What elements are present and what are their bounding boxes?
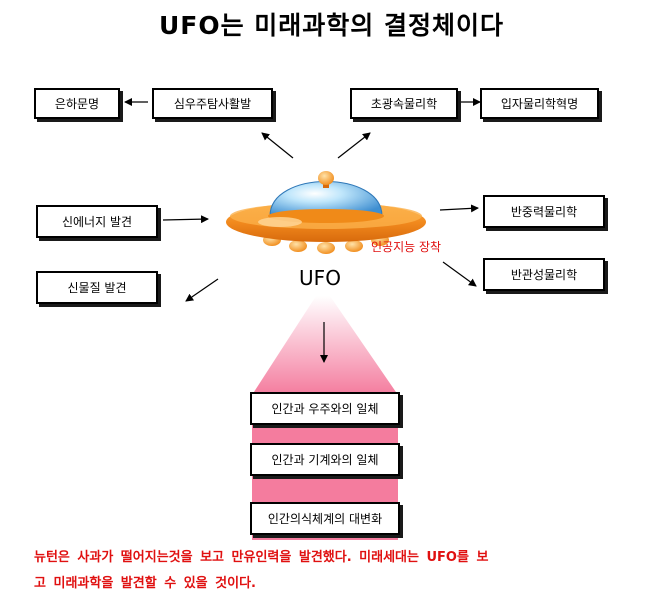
beam-item-1: 인간과 우주와의 일체 xyxy=(250,392,400,425)
arrow-ufo-to-ultralight xyxy=(337,132,371,159)
node-new-matter: 신물질 발견 xyxy=(36,271,158,304)
arrow-newenergy-to-ufo xyxy=(162,215,209,224)
node-ultralight: 초광속물리학 xyxy=(350,88,458,119)
node-particle: 입자물리학혁명 xyxy=(480,88,599,119)
arrow-ufo-to-newmatter xyxy=(185,278,219,302)
light-beam xyxy=(252,296,398,395)
footer-note: 뉴턴은 사과가 떨어지는것을 보고 만유인력을 발견했다. 미래세대는 UFO를… xyxy=(34,545,634,597)
footer-line-1: 뉴턴은 사과가 떨어지는것을 보고 만유인력을 발견했다. 미래세대는 UFO를… xyxy=(34,550,489,565)
node-deep-space: 심우주탐사활발 xyxy=(152,88,273,119)
node-anti-inertia: 반관성물리학 xyxy=(483,258,605,291)
ai-label: 인공지능 장착 xyxy=(371,240,442,254)
ufo-label: UFO xyxy=(299,266,341,290)
arrow-ufo-to-antiinertia xyxy=(442,261,477,287)
node-new-energy: 신에너지 발견 xyxy=(36,205,158,238)
arrow-ufo-to-antigravity xyxy=(439,204,479,213)
node-galaxy: 은하문명 xyxy=(34,88,120,119)
page-title: UFO는 미래과학의 결정체이다 xyxy=(158,11,505,40)
beam-item-2: 인간과 기계와의 일체 xyxy=(250,443,400,476)
footer-line-2: 고 미래과학을 발견할 수 있을 것이다. xyxy=(34,576,256,591)
arrow-ufo-to-deepspace xyxy=(261,132,294,159)
beam-item-3: 인간의식체계의 대변화 xyxy=(250,502,400,535)
node-antigravity: 반중력물리학 xyxy=(483,195,605,228)
ufo-icon xyxy=(226,171,426,254)
